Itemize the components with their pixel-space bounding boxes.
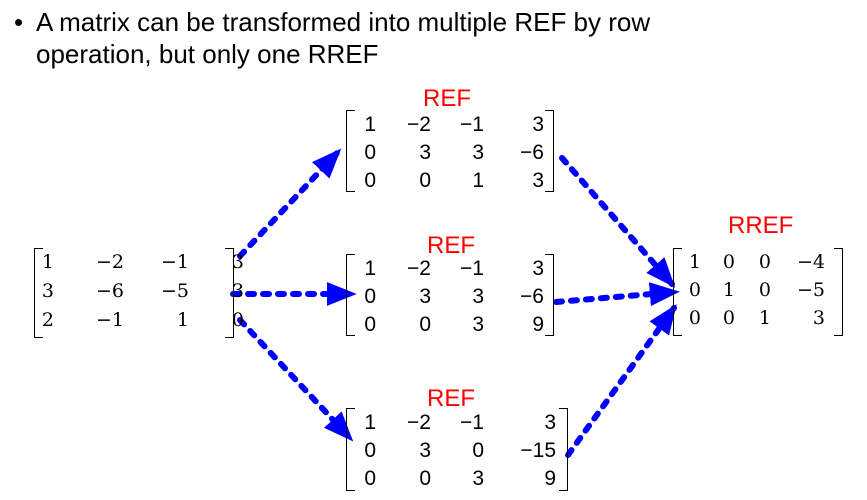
matrix-cell: −4	[796, 251, 825, 273]
matrix-cell: 0	[231, 309, 244, 331]
matrix-cell: 1	[472, 169, 484, 192]
matrix-cell: 3	[472, 313, 484, 336]
matrix-cell: 3	[532, 113, 544, 136]
matrix-cell: 3	[419, 141, 431, 164]
matrix-cell: 0	[364, 285, 376, 308]
matrix-cell: 3	[231, 280, 244, 302]
matrix-cell: −6	[95, 280, 124, 302]
matrix-cell: 3	[231, 251, 244, 273]
matrix-cell: −15	[520, 439, 556, 462]
matrix-cell: 3	[419, 285, 431, 308]
matrix-cell: −2	[407, 257, 431, 280]
matrix-cell: 1	[176, 309, 189, 331]
matrix-cell: 0	[364, 169, 376, 192]
matrix-cell: 1	[364, 411, 376, 434]
right-bracket	[225, 248, 234, 338]
arrow-original-to-ref-top	[237, 148, 342, 259]
matrix-cell: 0	[758, 251, 771, 273]
matrix-cell: 2	[41, 309, 54, 331]
matrix-cell: −2	[407, 411, 431, 434]
arrow-ref-middle-to-rref	[553, 282, 680, 307]
bullet-line-1: A matrix can be transformed into multipl…	[36, 7, 651, 37]
matrix-cell: 3	[472, 141, 484, 164]
matrix-cell: 0	[419, 169, 431, 192]
matrix-cell: 0	[722, 307, 735, 329]
arrow-ref-top-to-rref	[559, 155, 676, 288]
bullet-point-icon: •	[14, 7, 24, 37]
matrix-cell: 0	[688, 279, 701, 301]
matrix-cell: 0	[419, 467, 431, 490]
arrow-ref-bottom-to-rref	[565, 304, 677, 458]
matrix-cell: 3	[532, 169, 544, 192]
left-bracket	[673, 248, 682, 336]
matrix-cell: 3	[419, 439, 431, 462]
matrix-cell: 0	[722, 251, 735, 273]
rref-label: RREF	[728, 212, 794, 239]
matrix-cell: 1	[364, 113, 376, 136]
original-matrix: 1 −2 −1 3 3 −6 −5 3 2 −1 1 0	[34, 248, 244, 338]
matrix-cell: 9	[532, 313, 544, 336]
ref-matrix-middle: 1 −2 −1 3 0 3 3 −6 0 0 3 9	[346, 254, 554, 336]
matrix-cell: −1	[460, 411, 484, 434]
bullet-line-2: operation, but only one RREF	[36, 39, 379, 69]
matrix-cell: −1	[460, 113, 484, 136]
matrix-cell: 3	[41, 280, 54, 302]
matrix-cell: 3	[472, 285, 484, 308]
matrix-cell: −2	[407, 113, 431, 136]
matrix-cell: −2	[95, 251, 124, 273]
matrix-cell: −6	[520, 285, 544, 308]
matrix-cell: 1	[41, 251, 54, 273]
matrix-cell: −1	[160, 251, 189, 273]
matrix-cell: −1	[460, 257, 484, 280]
right-bracket	[834, 248, 843, 336]
matrix-cell: −5	[796, 279, 825, 301]
matrix-cell: 1	[722, 279, 735, 301]
matrix-cell: 0	[688, 307, 701, 329]
right-bracket	[545, 254, 554, 336]
ref-label-bottom: REF	[427, 385, 475, 412]
matrix-cell: 1	[364, 257, 376, 280]
matrix-cell: −1	[95, 309, 124, 331]
matrix-cell: 0	[364, 313, 376, 336]
left-bracket	[346, 110, 355, 192]
matrix-cell: 0	[758, 279, 771, 301]
matrix-cell: 3	[812, 307, 825, 329]
matrix-cell: 1	[758, 307, 771, 329]
matrix-cell: 0	[419, 313, 431, 336]
matrix-cell: 3	[544, 411, 556, 434]
matrix-cell: −5	[160, 280, 189, 302]
ref-label-middle: REF	[427, 232, 475, 259]
right-bracket	[545, 110, 554, 192]
matrix-cell: 0	[364, 439, 376, 462]
matrix-cell: 3	[532, 257, 544, 280]
matrix-cell: 0	[364, 467, 376, 490]
bullet-text: • A matrix can be transformed into multi…	[14, 6, 856, 70]
matrix-cell: 1	[688, 251, 701, 273]
left-bracket	[34, 248, 43, 338]
ref-label-top: REF	[423, 85, 471, 112]
ref-matrix-bottom: 1 −2 −1 3 0 3 0 −15 0 0 3 9	[346, 408, 568, 491]
matrix-cell: 0	[364, 141, 376, 164]
matrix-cell: 0	[472, 439, 484, 462]
matrix-cell: −6	[520, 141, 544, 164]
right-bracket	[559, 408, 568, 491]
ref-matrix-top: 1 −2 −1 3 0 3 3 −6 0 0 1 3	[346, 110, 554, 192]
left-bracket	[346, 254, 355, 336]
matrix-cell: 9	[544, 467, 556, 490]
arrow-original-to-ref-bottom	[237, 317, 354, 442]
matrix-cell: 3	[472, 467, 484, 490]
left-bracket	[346, 408, 355, 491]
